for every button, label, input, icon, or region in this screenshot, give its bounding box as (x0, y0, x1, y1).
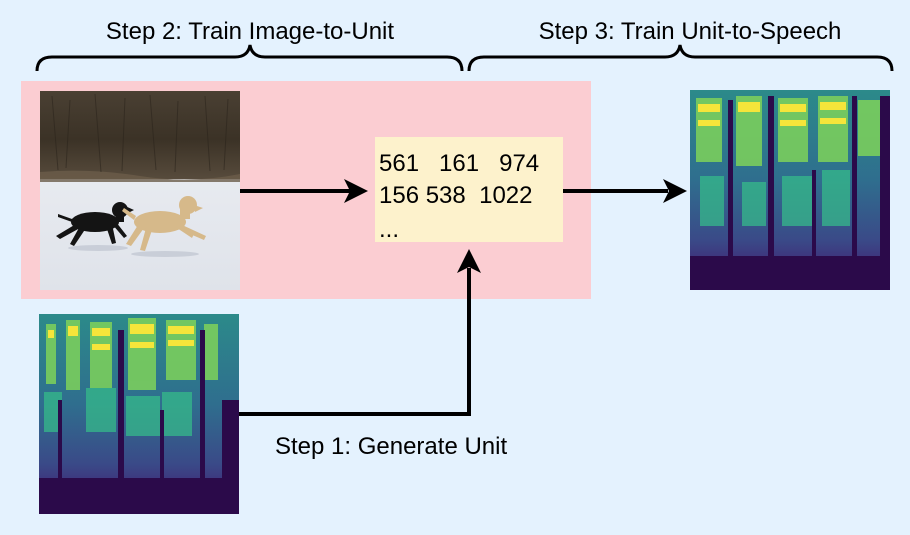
step3-label: Step 3: Train Unit-to-Speech (539, 18, 842, 45)
step1-label: Step 1: Generate Unit (275, 433, 507, 460)
output-spectrogram-image (690, 90, 890, 290)
step2-label: Step 2: Train Image-to-Unit (106, 18, 394, 45)
input-spectrogram-image (39, 314, 239, 514)
arrow-speech-to-units (239, 249, 481, 416)
unit-row-1: 561 161 974 (379, 150, 539, 177)
arrow-image-to-units (240, 179, 368, 203)
arrow-units-to-speech (563, 179, 687, 203)
unit-row-3: ... (379, 216, 399, 243)
brace-step3 (467, 44, 894, 72)
brace-step2 (35, 44, 464, 72)
unit-sequence-box (375, 137, 563, 242)
unit-row-2: 156 538 1022 (379, 182, 532, 209)
dogs-running-on-snow-photo (40, 91, 240, 290)
